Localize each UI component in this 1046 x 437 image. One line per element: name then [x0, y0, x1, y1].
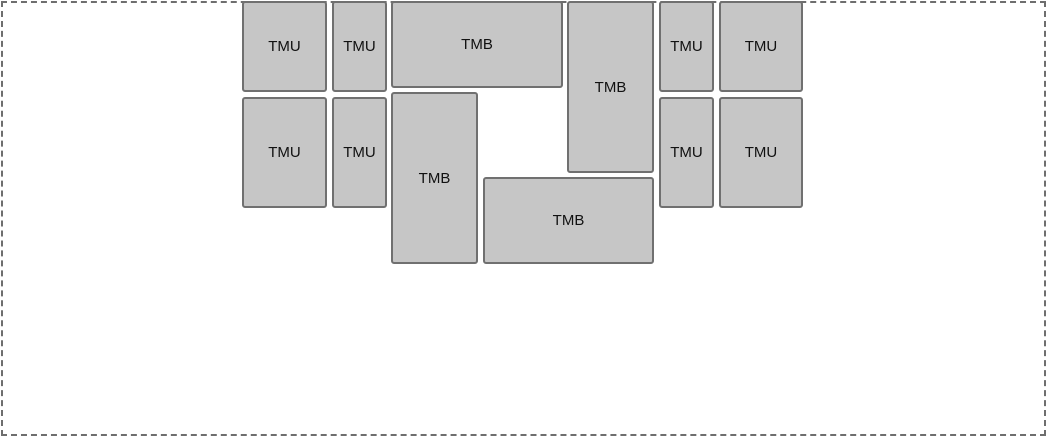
block-label: TMU [744, 38, 778, 55]
block-label: TMU [670, 144, 703, 161]
block-label: TMU [343, 38, 376, 55]
block-label: TMU [670, 38, 703, 55]
block-label: TMU [744, 144, 778, 161]
block-label: TMB [461, 36, 493, 53]
block-tmu-8[interactable]: TMU [719, 97, 803, 208]
block-tmb-2[interactable]: TMB [567, 1, 654, 173]
block-label: TMU [268, 144, 301, 161]
block-tmu-4[interactable]: TMU [719, 1, 803, 92]
block-tmb-3[interactable]: TMB [391, 92, 478, 264]
block-tmb-1[interactable]: TMB [391, 1, 563, 88]
block-label: TMB [552, 212, 585, 229]
block-label: TMB [418, 169, 451, 187]
block-label: TMU [343, 144, 376, 161]
block-tmu-5[interactable]: TMU [242, 97, 327, 208]
block-tmu-6[interactable]: TMU [332, 97, 387, 208]
block-tmu-7[interactable]: TMU [659, 97, 714, 208]
block-tmu-1[interactable]: TMU [242, 1, 327, 92]
block-tmu-3[interactable]: TMU [659, 1, 714, 92]
block-label: TMB [594, 78, 627, 96]
block-label: TMU [268, 38, 301, 55]
block-tmu-2[interactable]: TMU [332, 1, 387, 92]
block-tmb-4[interactable]: TMB [483, 177, 654, 264]
